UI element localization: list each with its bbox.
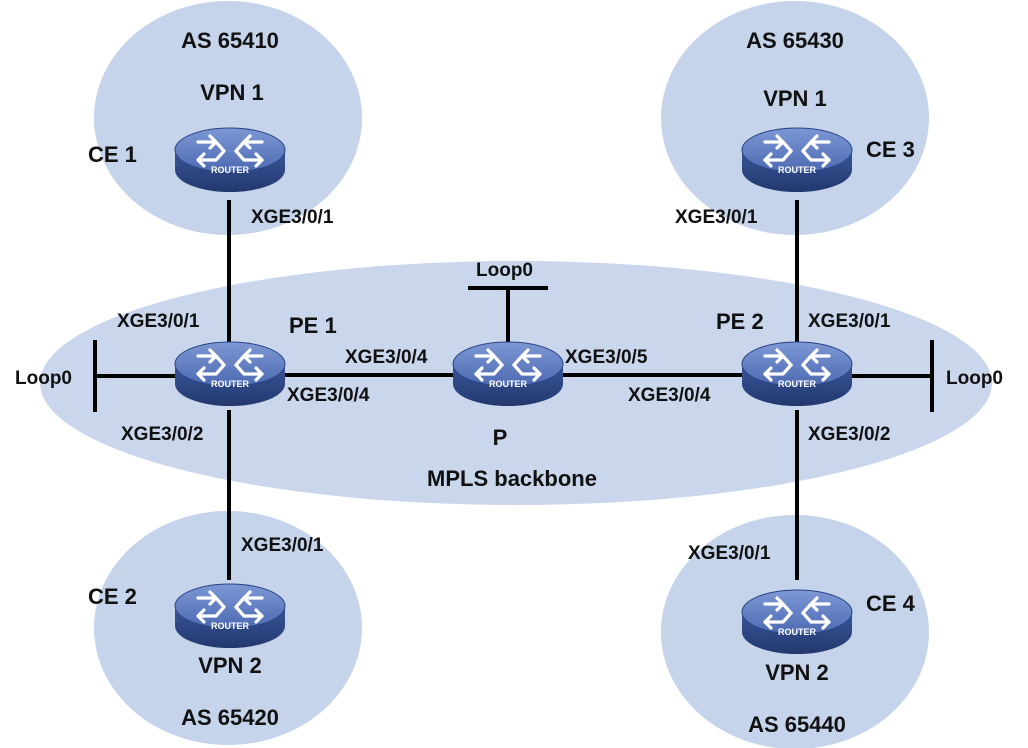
router-badge-ce3: ROUTER [778,165,817,175]
site-cloud-as65430 [661,1,929,235]
interface-label-pe2-up: XGE3/0/1 [808,311,891,332]
interface-label-ce1-down: XGE3/0/1 [251,207,334,228]
as-label-ce1: AS 65410 [181,28,279,53]
device-name-ce3: CE 3 [866,137,915,162]
device-name-pe2: PE 2 [716,309,764,334]
interface-label-pe2-left: XGE3/0/4 [628,385,711,406]
device-name-pe1: PE 1 [289,313,337,338]
device-name-ce4: CE 4 [866,591,916,616]
device-name-ce2: CE 2 [88,584,137,609]
mpls-backbone-label: MPLS backbone [427,466,597,491]
router-ce4[interactable]: ROUTER [740,588,854,656]
site-cloud-as65410 [94,1,362,235]
as-label-ce3: AS 65430 [746,28,844,53]
vpn-label-ce3: VPN 1 [763,86,827,111]
interface-label-pe1-right: XGE3/0/4 [287,385,370,406]
loopback-label-p: Loop0 [476,260,533,281]
as-label-ce2: AS 65420 [181,705,279,730]
router-badge-ce4: ROUTER [778,627,817,637]
vpn-label-ce2: VPN 2 [198,653,262,678]
interface-label-ce2-up: XGE3/0/1 [241,535,324,556]
vpn-label-ce4: VPN 2 [765,660,829,685]
vpn-label-ce1: VPN 1 [200,80,264,105]
device-name-ce1: CE 1 [88,142,137,167]
as-label-ce4: AS 65440 [748,712,846,737]
router-pe1[interactable]: ROUTER [173,340,287,408]
loopback-label-pe2: Loop0 [946,368,1003,389]
router-pe2[interactable]: ROUTER [740,340,854,408]
router-badge-ce1: ROUTER [211,165,250,175]
router-ce2[interactable]: ROUTER [173,582,287,650]
interface-label-p-left: XGE3/0/4 [345,347,428,368]
interface-label-ce3-down: XGE3/0/1 [675,207,758,228]
router-badge-pe2: ROUTER [778,379,817,389]
router-ce3[interactable]: ROUTER [740,126,854,194]
interface-label-p-right: XGE3/0/5 [565,347,648,368]
router-badge-pe1: ROUTER [211,379,250,389]
loopback-label-pe1: Loop0 [15,368,72,389]
router-ce1[interactable]: ROUTER [173,126,287,194]
interface-label-ce4-up: XGE3/0/1 [688,543,771,564]
router-badge-p: ROUTER [489,379,528,389]
router-p[interactable]: ROUTER [451,340,565,408]
device-name-p: P [493,425,508,450]
interface-label-pe2-down: XGE3/0/2 [808,424,890,445]
router-badge-ce2: ROUTER [211,621,250,631]
interface-label-pe1-up: XGE3/0/1 [117,311,200,332]
interface-label-pe1-down: XGE3/0/2 [121,424,203,445]
links [93,200,934,580]
